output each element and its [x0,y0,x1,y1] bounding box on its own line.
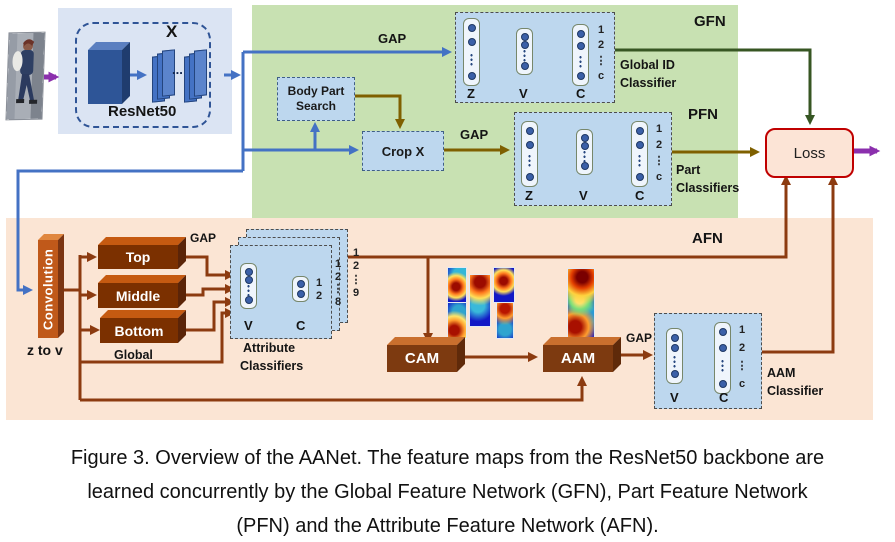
pfn-tag: PFN [688,106,718,123]
pfn-v-label: V [579,188,588,203]
convolution-box: Convolution [38,234,64,338]
pfn-c-vector [631,121,648,187]
bottom-part-box: Bottom [100,310,186,343]
caption-line-2: learned concurrently by the Global Featu… [87,481,808,503]
attr-v-label: V [244,318,253,333]
gfn-z-label: Z [467,86,475,101]
cam-heatmap-2 [447,302,467,339]
global-label: Global [114,348,153,362]
pfn-z-vector [521,121,538,187]
resnet50-cuboid [88,42,130,104]
figure-caption: Figure 3. Overview of the AANet. The fea… [0,441,895,542]
loss-box: Loss [765,128,854,178]
pfn-v-vector [576,129,593,175]
feature-map-x-label: X [166,22,178,41]
aam-c-label: C [719,390,729,405]
aam-gap-label: GAP [626,331,653,345]
caption-line-1: Figure 3. Overview of the AANet. The fea… [70,447,825,469]
attr-v-vector [240,263,257,309]
pfn-z-label: Z [525,188,533,203]
resnet50-dashed-box [75,22,211,128]
cam-heatmap-5 [496,302,514,339]
attr-c-vector [292,276,309,302]
crop-x-box: Crop X [362,131,444,171]
gfn-classifier-label-1: Global ID [620,58,675,72]
z-to-v-label: z to v [27,342,63,358]
attr-classifier-label-1: Attribute [243,341,296,355]
aam-v-label: V [670,390,679,405]
cam-heatmap-1 [447,267,467,303]
pfn-classifier-label-2: Classifiers [676,181,740,195]
gfn-v-label: V [519,86,528,101]
pfn-c-label: C [635,188,645,203]
aam-classifier-label-2: Classifier [767,384,824,398]
top-part-box: Top [98,237,186,269]
cam-heatmap-4 [493,267,515,303]
afn-tag: AFN [692,230,723,247]
feature-map-dots: ... [172,62,183,77]
attr-classifier-label-2: Classifiers [240,359,304,373]
gfn-classifier-label-2: Classifier [620,76,677,90]
aam-box: AAM [543,337,621,372]
cam-box: CAM [387,337,465,372]
gfn-tag: GFN [694,13,726,30]
gfn-c-vector [572,24,589,86]
pfn-classifier-label-1: Part [676,163,701,177]
aam-classifier-label-1: AAM [767,366,796,380]
gfn-gap-label: GAP [378,31,407,46]
pfn-gap-label: GAP [460,127,489,142]
gfn-z-vector [463,18,480,86]
aam-heatmap [567,268,595,338]
aam-c-vector [714,322,731,394]
caption-line-3: (PFN) and the Attribute Feature Network … [236,515,659,537]
cam-heatmap-3 [469,274,491,327]
afn-gap-label: GAP [190,231,217,245]
attr-c-label: C [296,318,306,333]
gfn-v-vector [516,28,533,75]
gfn-c-label: C [576,86,586,101]
resnet50-label: ResNet50 [108,103,177,120]
aam-v-vector [666,328,683,384]
middle-part-box: Middle [98,275,186,308]
pedestrian-photo [6,32,45,120]
